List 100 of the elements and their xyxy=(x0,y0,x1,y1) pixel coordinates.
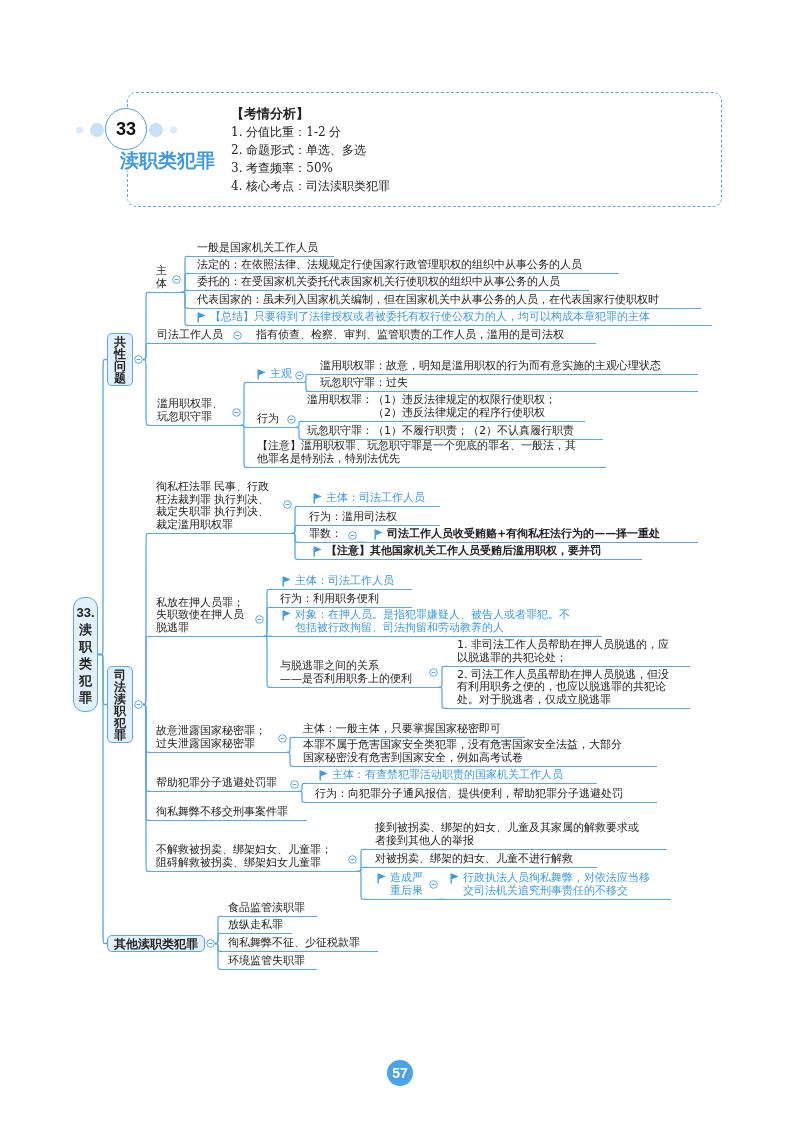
topic-text: 故意泄露国家秘密罪；过失泄露国家秘密罪 xyxy=(156,725,267,750)
connector-line xyxy=(356,870,368,900)
underlined-topic xyxy=(300,527,357,543)
underlined-topic xyxy=(222,954,317,970)
underlined-topic xyxy=(150,805,307,821)
connector-line xyxy=(97,653,108,945)
topic-text: 委托的：在受国家机关委托代表国家机关行使职权的组织中从事公务的人员 xyxy=(197,275,560,288)
connector-line xyxy=(214,932,223,945)
underlined-topic xyxy=(250,328,596,344)
underlined-topic xyxy=(222,918,292,934)
underlined-topic xyxy=(307,768,597,784)
topic-text: 主体：司法工作人员 xyxy=(295,574,394,587)
underlined-topic xyxy=(367,872,438,900)
topic-text: 徇私舞弊不征、少征税款罪 xyxy=(228,936,360,949)
underlined-topic xyxy=(448,668,690,709)
topic-text: 帮助犯罪分子逃避处罚罪 xyxy=(156,776,277,789)
topic-text: 1. 非司法工作人员帮助在押人员脱逃的，应以脱逃罪的共犯论处； xyxy=(457,639,670,664)
underlined-topic xyxy=(150,481,292,534)
topic-text: 代表国家的：虽未列入国家机关编制，但在国家机关中从事公务的人员，在代表国家行使职权时 xyxy=(197,293,659,306)
topic-text: 滥用职权罪：故意，明知是滥用职权的行为而有意实施的主观心理状态 xyxy=(320,359,661,372)
connector-line xyxy=(142,635,151,706)
underlined-topic xyxy=(249,440,606,468)
connector-line xyxy=(286,751,296,767)
underlined-topic xyxy=(189,293,701,309)
topic-text: 行为 xyxy=(257,412,279,425)
root-topic-box xyxy=(73,597,98,712)
topic-text: 玩忽职守罪：过失 xyxy=(320,376,408,389)
underlined-topic xyxy=(249,412,296,428)
underlined-topic xyxy=(300,544,642,560)
analysis-item: 4. 核心考点：司法渎职类犯罪 xyxy=(231,178,392,195)
underlined-topic xyxy=(303,424,603,440)
connector-line xyxy=(180,291,190,326)
connector-line xyxy=(241,342,251,344)
topic-text: 对被拐卖、绑架的妇女、儿童不进行解救 xyxy=(375,852,573,865)
topic-text: 罪数： xyxy=(309,527,342,540)
connector-line xyxy=(142,703,151,872)
underlined-topic xyxy=(150,328,242,344)
topic-text: 【总结】只要得到了法律授权或者被委托有权行使公权力的人，均可以构成本章犯罪的主体 xyxy=(210,310,650,323)
topic-text: 指有侦查、检察、审判、监管职责的工作人员，滥用的是司法权 xyxy=(256,328,564,341)
underlined-topic xyxy=(272,574,412,590)
topic-text: 行为：向犯罪分子通风报信、提供便利，帮助犯罪分子逃避处罚 xyxy=(315,787,623,800)
connector-line xyxy=(291,524,301,534)
underlined-topic xyxy=(189,258,619,274)
connector-line xyxy=(303,373,311,383)
topic-text: 主体：有查禁犯罪活动职责的国家机关工作人员 xyxy=(332,768,563,781)
topic-text: 接到被拐卖、绑架的妇女、儿童及其家属的解救要求或者接到其他人的举报 xyxy=(375,822,640,847)
connector-line xyxy=(240,424,250,468)
connector-line xyxy=(295,426,304,440)
page-number: 57 xyxy=(392,1065,408,1081)
root-topic-text: 33.渎职类犯罪 xyxy=(76,603,95,706)
underlined-topic xyxy=(300,491,440,507)
topic-text: 【注意】滥用职权罪、玩忽职守罪是一个兜底的罪名、一般法，其他罪名是特别法，特别法优先 xyxy=(257,440,577,465)
underlined-topic xyxy=(150,596,264,637)
underlined-topic xyxy=(303,394,585,422)
page-number-badge xyxy=(387,1060,413,1086)
topic-text: 主体：一般主体，只要掌握国家秘密即可 xyxy=(303,722,501,735)
topic-text: 造成严重后果 xyxy=(390,872,424,897)
underlined-topic xyxy=(310,376,698,392)
underlined-topic xyxy=(150,265,181,293)
topic-text: 一般是国家机关工作人员 xyxy=(197,241,318,254)
topic-text: 行为：利用职务便利 xyxy=(280,592,379,605)
panel-heading: 【考情分析】 xyxy=(231,105,310,123)
connector-line xyxy=(356,541,367,543)
underlined-topic xyxy=(150,844,357,872)
branch-topic-text: 司法渎职犯罪 xyxy=(114,668,126,741)
underlined-topic xyxy=(300,510,440,526)
underlined-topic xyxy=(222,936,378,952)
topic-text: 司法工作人员 xyxy=(157,328,223,341)
underlined-topic xyxy=(366,527,698,543)
topic-text: 行政执法人员徇私舞弊，对依法应当移交司法机关追究刑事责任的不移交 xyxy=(463,872,651,897)
underlined-topic xyxy=(272,592,412,608)
connector-line xyxy=(437,686,449,709)
underlined-topic xyxy=(222,901,317,917)
topic-text: 放纵走私罪 xyxy=(228,918,283,931)
topic-text: 主体 xyxy=(156,265,167,290)
topic-text: 主观 xyxy=(270,367,292,380)
topic-text: 食品监管渎职罪 xyxy=(228,901,305,914)
underlined-topic xyxy=(150,398,241,426)
topic-text: 2. 司法工作人员虽帮助在押人员脱逃，但没有利用职务之便的，也应以脱逃罪的共犯论处。对于脱逃者，仅成立脱逃罪 xyxy=(457,668,670,706)
topic-text: 不解救被拐卖、绑架妇女、儿童罪；阻碍解救被拐卖、绑架妇女儿童罪 xyxy=(156,844,333,869)
topic-text: 玩忽职守罪：（1）不履行职责；（2）不认真履行职责 xyxy=(307,424,574,437)
section-number-badge xyxy=(105,108,147,150)
underlined-topic xyxy=(272,660,438,688)
connector-line xyxy=(437,898,446,900)
underlined-topic xyxy=(367,822,667,850)
connector-line xyxy=(240,381,250,426)
analysis-item: 3. 考查频率：50% xyxy=(231,160,334,177)
underlined-topic xyxy=(189,275,589,291)
connector-line xyxy=(263,635,273,688)
underlined-topic xyxy=(150,725,287,753)
underlined-topic xyxy=(272,609,602,637)
connector-line xyxy=(263,606,273,637)
connector-line xyxy=(298,790,308,803)
underlined-topic xyxy=(307,787,657,803)
topic-text: 滥用职权罪、玩忽职守罪 xyxy=(157,398,224,423)
topic-text: 与脱逃罪之间的关系——是否利用职务上的便利 xyxy=(280,660,413,685)
branch-topic-text: 其他渎职类犯罪 xyxy=(114,937,198,950)
connector-line xyxy=(291,532,301,560)
underlined-topic xyxy=(189,310,712,326)
connector-line xyxy=(142,342,151,361)
